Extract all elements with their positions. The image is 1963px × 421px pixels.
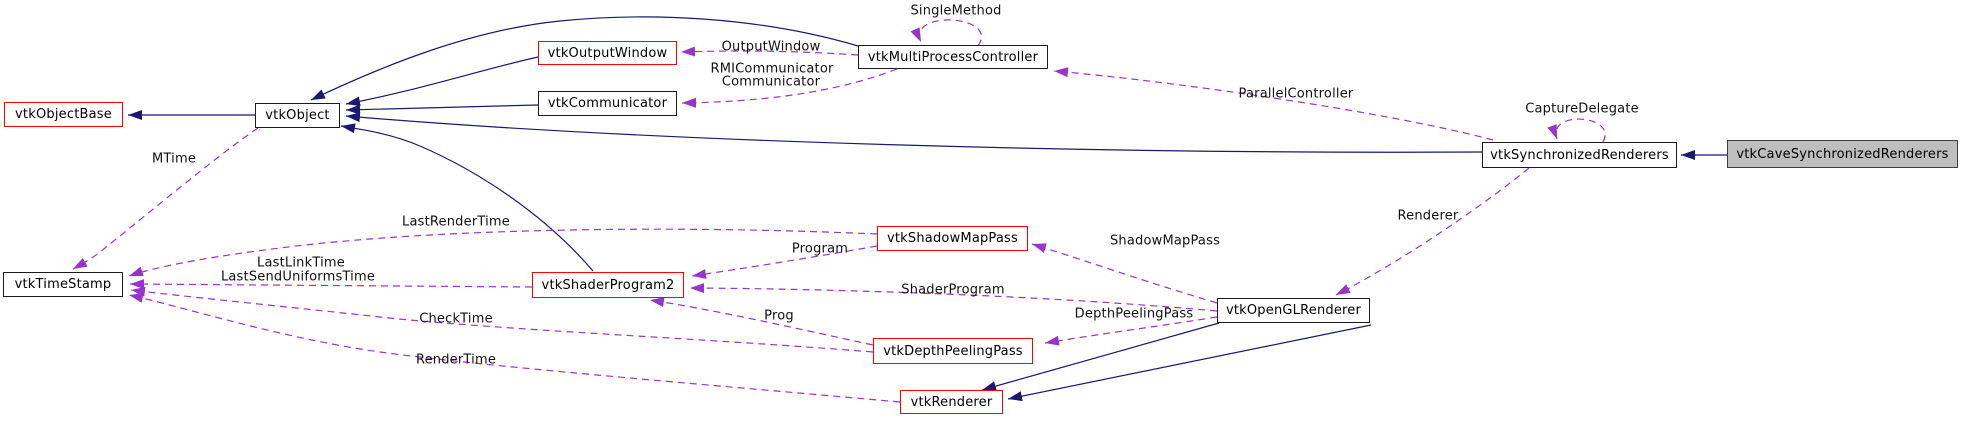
node-vtkrenderer[interactable]: vtkRenderer bbox=[900, 390, 1003, 414]
edge-vtksynchronizedrenderers-to-vtkobject bbox=[345, 112, 1483, 153]
edge-prog bbox=[649, 297, 874, 346]
edge-label-depth-peeling-pass: DepthPeelingPass bbox=[1074, 306, 1194, 322]
node-vtksynchronizedrenderers[interactable]: vtkSynchronizedRenderers bbox=[1482, 142, 1677, 168]
edge-label-shader-program: ShaderProgram bbox=[901, 282, 1005, 298]
edge-label-output-window: OutputWindow bbox=[721, 39, 821, 55]
edge-lastrendertime bbox=[128, 228, 878, 277]
edge-label-shadow-map-pass: ShadowMapPass bbox=[1109, 233, 1221, 249]
edge-vtkmultiprocesscontroller-to-vtkobject bbox=[310, 16, 859, 101]
edge-mtime bbox=[72, 127, 259, 270]
edge-outputwindow bbox=[680, 46, 859, 57]
node-vtktimestamp[interactable]: vtkTimeStamp bbox=[3, 272, 123, 297]
edge-label-single-method: SingleMethod bbox=[910, 3, 1002, 19]
edge-label-mtime: MTime bbox=[151, 151, 197, 167]
edge-rendertime bbox=[128, 293, 901, 403]
edge-shaderprogram bbox=[689, 283, 1218, 312]
edge-label-last-link-time: LastLinkTime bbox=[257, 255, 345, 271]
edge-rmicommunicator bbox=[681, 68, 898, 108]
node-vtkdepthpeelingpass[interactable]: vtkDepthPeelingPass bbox=[873, 338, 1033, 364]
node-vtkshaderprogram2[interactable]: vtkShaderProgram2 bbox=[532, 272, 684, 298]
edge-label-last-send-uniforms-time: LastSendUniformsTime bbox=[220, 269, 376, 285]
node-vtkcavesynchronizedrenderers: vtkCaveSynchronizedRenderers bbox=[1727, 140, 1958, 168]
node-vtkmultiprocesscontroller[interactable]: vtkMultiProcessController bbox=[858, 45, 1048, 69]
edge-label-rmi-communicator: RMICommunicator bbox=[710, 61, 834, 77]
edge-label-check-time: CheckTime bbox=[419, 311, 493, 327]
edge-singlemethod-selfloop bbox=[910, 19, 982, 47]
edge-label-parallel-controller: ParallelController bbox=[1238, 86, 1354, 102]
edge-vtkcommunicator-to-vtkobject bbox=[345, 104, 539, 115]
edge-label-capture-delegate: CaptureDelegate bbox=[1525, 101, 1639, 117]
edge-renderer bbox=[1335, 167, 1530, 296]
node-vtkobject[interactable]: vtkObject bbox=[255, 103, 340, 128]
edge-depthpeelingpass bbox=[1044, 316, 1218, 346]
edge-label-program: Program bbox=[791, 241, 849, 257]
edge-shadowmappass bbox=[1031, 243, 1218, 304]
edge-label-renderer: Renderer bbox=[1397, 208, 1459, 224]
edge-label-communicator: Communicator bbox=[721, 74, 821, 90]
node-vtkcommunicator[interactable]: vtkCommunicator bbox=[538, 91, 677, 116]
edge-vtkoutputwindow-to-vtkobject bbox=[345, 56, 539, 107]
edge-program bbox=[691, 245, 878, 279]
edge-label-prog: Prog bbox=[764, 308, 794, 324]
edge-parallelcontroller bbox=[1053, 67, 1494, 141]
edge-label-last-render-time: LastRenderTime bbox=[402, 214, 510, 230]
edge-capturedelegate-selfloop bbox=[1547, 118, 1606, 143]
edge-label-render-time: RenderTime bbox=[415, 352, 497, 368]
node-vtkopenglrenderer[interactable]: vtkOpenGLRenderer bbox=[1217, 298, 1370, 323]
node-vtkshadowmappass[interactable]: vtkShadowMapPass bbox=[877, 226, 1028, 251]
edge-vtkopenglrenderer-to-vtkrenderer-b bbox=[1007, 324, 1372, 402]
edge-vtkopenglrenderer-to-vtkrenderer-a bbox=[981, 322, 1220, 392]
edge-vtkshaderprogram2-to-vtkobject bbox=[340, 123, 594, 272]
node-vtkobjectbase[interactable]: vtkObjectBase bbox=[4, 102, 123, 127]
node-vtkoutputwindow[interactable]: vtkOutputWindow bbox=[538, 41, 677, 65]
